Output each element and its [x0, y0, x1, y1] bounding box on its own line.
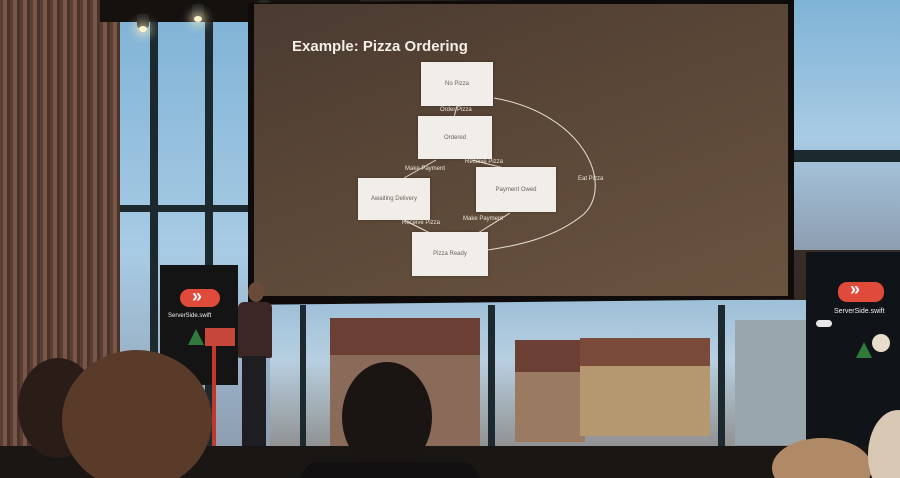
presenter [228, 282, 278, 448]
edge-receive-pizza-1 [471, 159, 505, 169]
brand-logo-icon [838, 279, 884, 302]
label-receive-pizza-1: Receive Pizza [465, 159, 504, 165]
building-roof [515, 340, 585, 375]
audience-member [342, 362, 432, 472]
window-mullion [718, 305, 725, 450]
planet-icon [872, 334, 890, 352]
window-mullion [770, 150, 900, 162]
window-mullion [488, 305, 495, 450]
edge-eat-pizza [487, 97, 596, 251]
banner-brand: ServerSide.swift [834, 308, 885, 315]
state-payment-owed: Payment Owed [476, 167, 556, 212]
label-eat-pizza: Eat Pizza [578, 176, 604, 182]
state-pizza-ready: Pizza Ready [412, 232, 488, 276]
window-mullion [150, 20, 158, 450]
window-mullion [300, 305, 306, 450]
tree-icon [188, 329, 204, 345]
window-mullion [205, 14, 213, 450]
window-mullion [120, 205, 280, 212]
label-make-payment-1: Make Payment [405, 166, 446, 172]
building [515, 372, 585, 442]
label-make-payment-2: Make Payment [463, 216, 504, 222]
label-order-pizza: Order Pizza [440, 107, 472, 113]
edge-receive-pizza-2 [403, 219, 431, 234]
label-receive-pizza-2: Receive Pizza [402, 220, 441, 226]
laptop-stand [212, 346, 216, 446]
presenter-legs [242, 356, 266, 446]
spotlight [192, 4, 204, 22]
laptop [205, 328, 235, 346]
edge-order-pizza [453, 105, 458, 118]
audience-member [62, 350, 212, 478]
building-roof [330, 318, 480, 358]
edge-make-payment-1 [403, 159, 437, 179]
building [580, 366, 710, 436]
building-roof [580, 338, 710, 368]
tree-icon [856, 342, 872, 358]
scaffold-building [735, 320, 815, 445]
state-ordered: Ordered [418, 116, 492, 159]
projection-screen: Example: Pizza Ordering No Pizza Ordered… [254, 4, 788, 296]
state-no-pizza: No Pizza [421, 62, 493, 106]
cloud-icon [816, 320, 832, 327]
audience-shoulders [300, 462, 480, 478]
spotlight [137, 14, 149, 32]
state-awaiting-delivery: Awaiting Delivery [358, 178, 430, 220]
banner-brand: ServerSide.swift [168, 313, 212, 319]
presenter-torso [238, 302, 272, 358]
state-diagram-edges [403, 97, 596, 251]
audience-member [772, 438, 872, 478]
edge-make-payment-2 [477, 212, 511, 234]
presenter-head [248, 282, 264, 302]
slide-title: Example: Pizza Ordering [292, 38, 468, 55]
brand-logo-icon [180, 286, 220, 307]
